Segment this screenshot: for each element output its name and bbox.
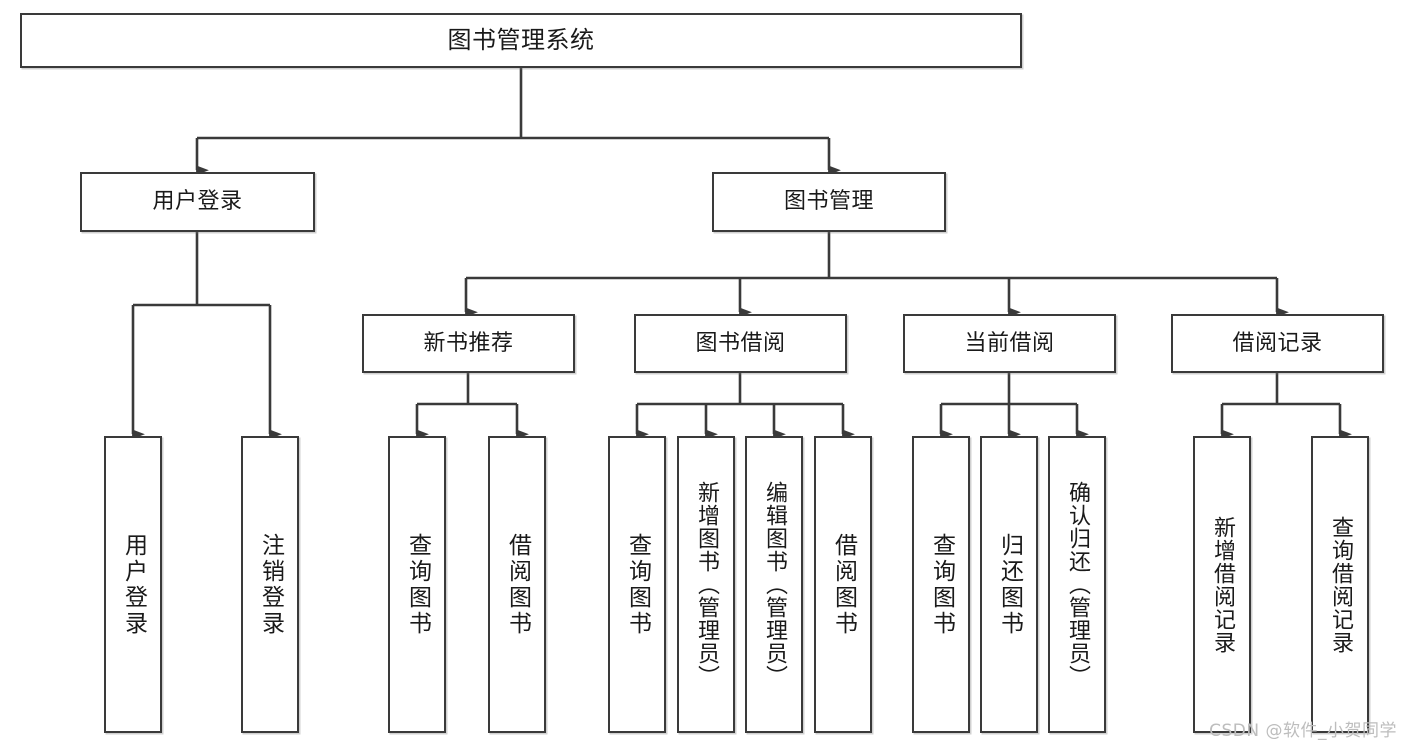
leaf-query-book-borrow[interactable]: 查询图书 [608,436,666,733]
node-label: 图书管理 [783,189,874,215]
node-label: 图书借阅 [695,330,786,356]
leaf-add-book-admin[interactable]: 新增图书（管理员） [677,436,735,733]
node-book-borrow[interactable]: 图书借阅 [634,314,847,373]
leaf-logout-login[interactable]: 注销登录 [241,436,299,733]
leaf-user-login[interactable]: 用户登录 [104,436,162,733]
node-book-management[interactable]: 图书管理 [712,172,946,232]
node-root-book-management-system[interactable]: 图书管理系统 [20,13,1022,68]
leaf-borrow-book-recommend[interactable]: 借阅图书 [488,436,546,733]
node-label: 查询图书 [404,532,431,637]
node-label: 用户登录 [120,532,147,637]
node-label: 借阅图书 [830,532,857,637]
node-label: 查询图书 [928,532,955,637]
node-label: 新增借阅记录 [1210,515,1235,654]
node-label: 新书推荐 [423,330,514,356]
node-new-book-recommend[interactable]: 新书推荐 [362,314,575,373]
node-borrow-record[interactable]: 借阅记录 [1171,314,1384,373]
node-label: 借阅图书 [504,532,531,637]
node-user-login[interactable]: 用户登录 [80,172,315,232]
leaf-edit-book-admin[interactable]: 编辑图书（管理员） [745,436,803,733]
csdn-watermark: CSDN @软件_小贺同学 [1209,721,1397,741]
leaf-return-book[interactable]: 归还图书 [980,436,1038,733]
node-label: 当前借阅 [964,330,1055,356]
leaf-query-borrow-record[interactable]: 查询借阅记录 [1311,436,1369,733]
node-label: 借阅记录 [1232,330,1323,356]
leaf-confirm-return-admin[interactable]: 确认归还（管理员） [1048,436,1106,733]
leaf-add-borrow-record[interactable]: 新增借阅记录 [1193,436,1251,733]
node-label: 确认归还（管理员） [1065,481,1090,688]
node-label: 注销登录 [257,532,284,637]
node-label: 用户登录 [152,189,243,215]
leaf-borrow-book-borrow[interactable]: 借阅图书 [814,436,872,733]
node-label: 新增图书（管理员） [694,481,719,688]
leaf-query-book-current[interactable]: 查询图书 [912,436,970,733]
leaf-query-book-recommend[interactable]: 查询图书 [388,436,446,733]
node-label: 图书管理系统 [447,25,595,54]
node-label: 查询图书 [624,532,651,637]
node-label: 查询借阅记录 [1328,515,1353,654]
node-current-borrow[interactable]: 当前借阅 [903,314,1116,373]
node-label: 归还图书 [996,532,1023,637]
node-label: 编辑图书（管理员） [762,481,787,688]
